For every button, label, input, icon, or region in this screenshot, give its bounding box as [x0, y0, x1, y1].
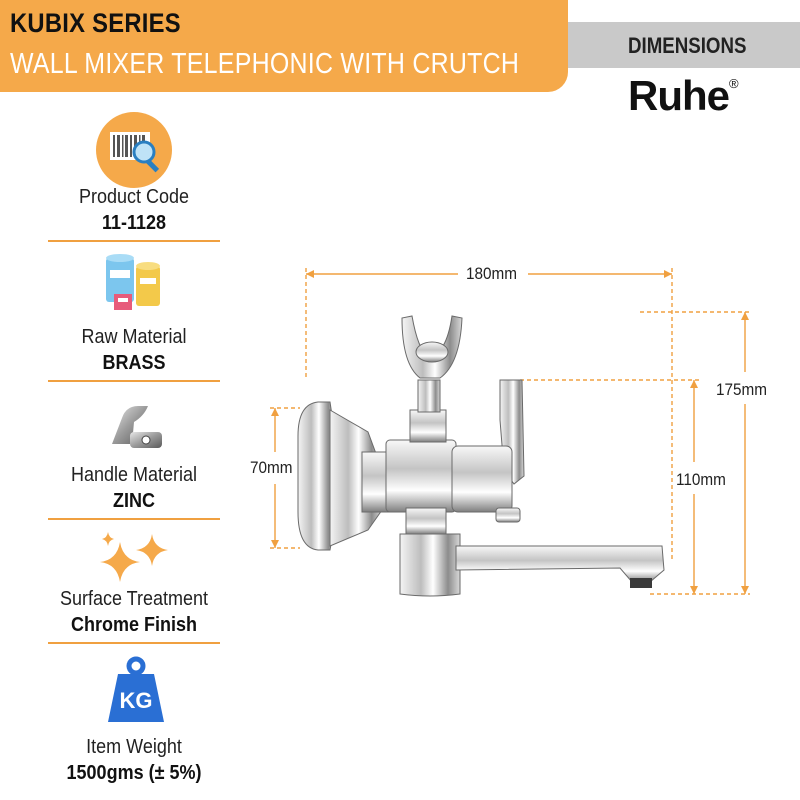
spec-handle-material: Handle Material ZINC	[48, 464, 220, 513]
series-title: KUBIX SERIES	[10, 8, 181, 38]
spec-value: 11-1128	[101, 212, 167, 234]
spec-label: Product Code	[78, 186, 190, 208]
dim-total-height-label: 175mm	[716, 380, 768, 399]
dim-width-label: 180mm	[466, 264, 518, 283]
divider	[48, 642, 220, 644]
spec-value: 1500gms (± 5%)	[66, 762, 202, 784]
divider	[48, 240, 220, 242]
spec-raw-material: Raw Material BRASS	[48, 326, 220, 375]
barcode-search-icon	[96, 112, 172, 188]
spec-label: Raw Material	[81, 326, 187, 348]
brand-logo: Ruhe®	[628, 72, 739, 120]
spec-label: Surface Treatment	[59, 588, 209, 610]
brand-mark: ®	[729, 76, 739, 91]
divider	[48, 380, 220, 382]
faucet-image	[297, 315, 665, 597]
dimensions-tag: DIMENSIONS	[628, 33, 747, 58]
spec-surface-treatment: Surface Treatment Chrome Finish	[48, 588, 220, 637]
dim-spout-height-label: 110mm	[676, 470, 726, 489]
brand-name: Ruhe	[628, 72, 730, 119]
handle-icon	[112, 406, 162, 448]
spec-item-weight: Item Weight 1500gms (± 5%)	[48, 736, 220, 785]
spec-value: BRASS	[102, 352, 166, 374]
header-banner: KUBIX SERIES WALL MIXER TELEPHONIC WITH …	[0, 0, 568, 92]
product-title: WALL MIXER TELEPHONIC WITH CRUTCH	[10, 48, 520, 80]
spec-value: ZINC	[112, 490, 155, 512]
divider	[48, 518, 220, 520]
spec-value: Chrome Finish	[70, 614, 197, 636]
weight-icon: KG	[108, 656, 164, 722]
sparkle-icon	[100, 532, 168, 582]
dimensions-band: DIMENSIONS	[568, 22, 800, 68]
spec-label: Handle Material	[70, 464, 198, 486]
material-cylinders-icon	[106, 254, 160, 310]
spec-label: Item Weight	[86, 736, 182, 758]
weight-icon-text: KG	[120, 688, 153, 713]
spec-product-code: Product Code 11-1128	[48, 186, 220, 235]
dim-base-height-label: 70mm	[250, 458, 293, 477]
